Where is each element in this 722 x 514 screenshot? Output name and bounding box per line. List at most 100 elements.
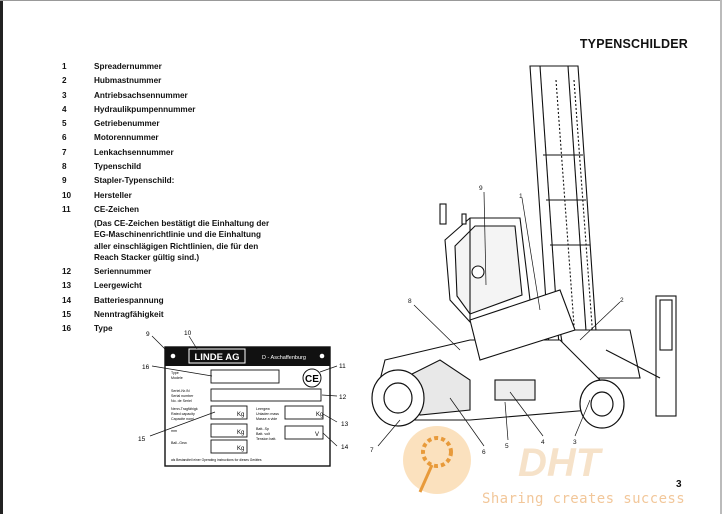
machine-callout-lines <box>377 191 621 447</box>
machine-callout-numbers: 1 2 3 4 5 6 7 8 9 <box>370 185 624 456</box>
legend-number: 3 <box>62 90 67 100</box>
plate-unit-kg: Kg <box>237 430 244 436</box>
plate-capacity-label: Nenn-Tragfähigk <box>171 407 198 411</box>
plate-capacity-field-2 <box>210 423 248 438</box>
plate-unit-v: V <box>315 432 319 438</box>
callout-line-m7 <box>377 419 401 447</box>
legend-item: 1 Spreadernummer <box>62 60 272 74</box>
callout-12: 12 <box>339 394 347 401</box>
plate-serial-label-fr: No. de Seriel <box>171 399 192 403</box>
plate-callout-lines <box>149 335 338 447</box>
callout-13: 13 <box>341 421 349 428</box>
callout-line-m3 <box>574 399 591 437</box>
callout-line-13 <box>322 413 338 423</box>
gear-icon <box>421 436 453 468</box>
callout-line-10 <box>188 335 198 350</box>
callout-m7: 7 <box>370 447 374 454</box>
legend-number: 8 <box>62 162 67 172</box>
plate-type-field <box>210 369 280 384</box>
legend-number: 6 <box>62 133 67 143</box>
ce-mark-circle <box>302 368 322 388</box>
cab-body <box>444 217 531 323</box>
plate-header-band <box>165 347 330 366</box>
cab-light <box>461 213 467 225</box>
legend-label: Seriennummer <box>94 267 152 277</box>
legend-label: Motorennummer <box>94 133 159 143</box>
legend-label: Spreadernummer <box>94 62 162 71</box>
ce-mark: CE <box>305 374 319 385</box>
callout-m6: 6 <box>482 449 486 456</box>
page-top-border <box>0 0 722 1</box>
rear-wheel-hub <box>383 382 413 414</box>
legend-number: 12 <box>62 267 72 277</box>
cab-mirror <box>439 203 447 225</box>
legend-label: Stapler-Typenschild: <box>94 176 175 186</box>
plate-unladen-label: Leergew <box>256 407 270 411</box>
mast-chain <box>555 79 579 381</box>
legend-label: Leergewicht <box>94 281 142 291</box>
front-wheel <box>579 379 625 429</box>
legend-item: 16 Type <box>62 322 272 336</box>
plate-battery-field <box>284 425 324 440</box>
callout-line-12 <box>321 394 338 397</box>
spreader-link <box>605 349 661 379</box>
legend-item: 6 Motorennummer <box>62 131 272 145</box>
callout-line-m6 <box>449 397 485 447</box>
callout-line-15 <box>149 411 216 437</box>
plate-battery-label-fr: Tension batt. <box>256 437 276 441</box>
wheels <box>371 369 625 429</box>
plate-callout-numbers: 9 10 11 16 12 13 14 15 <box>138 330 349 451</box>
plate-serial-label: Seriel-Nr./N <box>171 389 190 393</box>
engine-block <box>399 359 471 416</box>
legend-label: Hersteller <box>94 190 132 200</box>
plate-type-label: Type <box>171 371 179 375</box>
callout-m8: 8 <box>408 298 412 305</box>
watermark-logo-text: DHT <box>518 441 604 485</box>
plate-unit-kg: Kg <box>316 412 323 418</box>
carriage <box>559 329 641 379</box>
plate-brand-box <box>188 348 246 364</box>
legend-number: 16 <box>62 324 72 334</box>
legend-number: 1 <box>62 62 67 71</box>
callout-m9: 9 <box>479 185 483 192</box>
legend-label: Hubmastnummer <box>94 76 162 86</box>
callout-14: 14 <box>341 444 349 451</box>
callout-line-m5 <box>504 401 509 441</box>
plate-rivet <box>319 353 325 359</box>
boom-arm <box>469 289 576 361</box>
plate-unladen-label-fr: Masse a vide <box>256 417 277 421</box>
callout-line-11 <box>319 365 338 373</box>
legend-number: 11 <box>62 204 71 214</box>
callout-m1: 1 <box>519 193 523 200</box>
legend-item: 12 Seriennummer <box>62 265 272 279</box>
plate-unit-kg: Kg <box>237 446 244 452</box>
page-number: 3 <box>676 479 682 490</box>
legend-label: Type <box>94 324 113 334</box>
cab-window <box>454 225 523 315</box>
plate-capacity-field-1 <box>210 405 248 420</box>
legend-label: Hydraulikpumpennummer <box>94 104 196 114</box>
plate-battery-label: Batt.-Sp <box>256 427 269 431</box>
callout-m5: 5 <box>505 443 509 450</box>
callout-line-16 <box>151 365 213 377</box>
callout-m3: 3 <box>573 439 577 446</box>
plate-capacity-sub-label: Ball.-Gew. <box>171 441 187 445</box>
legend-number: 7 <box>62 147 67 157</box>
page-left-border <box>0 0 3 514</box>
mast-rail <box>567 65 591 391</box>
chassis <box>374 289 601 421</box>
page-title: TYPENSCHILDER <box>579 37 688 51</box>
watermark-slogan: Sharing creates success <box>482 491 686 507</box>
legend-number: 9 <box>62 176 67 186</box>
legend-number: 2 <box>62 76 67 86</box>
legend-item: 9 Stapler-Typenschild: <box>62 174 272 188</box>
callout-line-m1 <box>521 197 541 311</box>
